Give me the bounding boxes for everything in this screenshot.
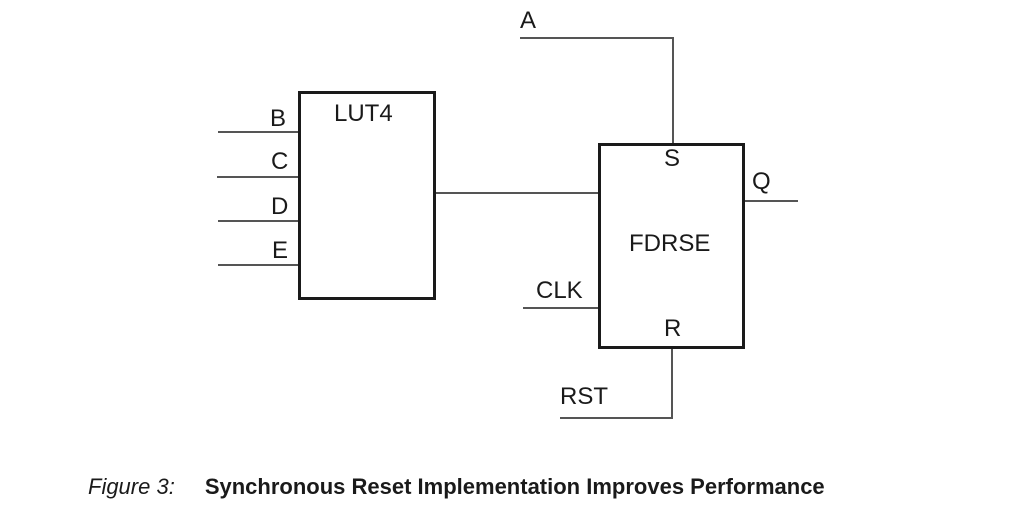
figure-caption: Figure 3: Synchronous Reset Implementati… — [88, 474, 825, 499]
lut4-label: LUT4 — [334, 100, 393, 127]
wire-a-to-s — [520, 37, 674, 145]
wire-rst-to-r — [560, 347, 673, 419]
lut4-box — [298, 91, 436, 300]
fdrse-label: FDRSE — [629, 230, 711, 257]
figure-number: Figure 3: — [88, 474, 175, 499]
input-label-c: C — [271, 148, 289, 175]
net-label-a: A — [520, 7, 537, 34]
fdrse-box — [598, 143, 745, 349]
output-label-q: Q — [752, 168, 771, 195]
input-label-e: E — [272, 237, 289, 264]
figure-title: Synchronous Reset Implementation Improve… — [204, 474, 825, 499]
input-label-d: D — [271, 193, 289, 220]
set-pin-label: S — [664, 145, 681, 172]
rst-label: RST — [560, 383, 608, 410]
reset-pin-label: R — [664, 315, 682, 342]
input-label-b: B — [270, 105, 287, 132]
clock-label: CLK — [536, 277, 583, 304]
